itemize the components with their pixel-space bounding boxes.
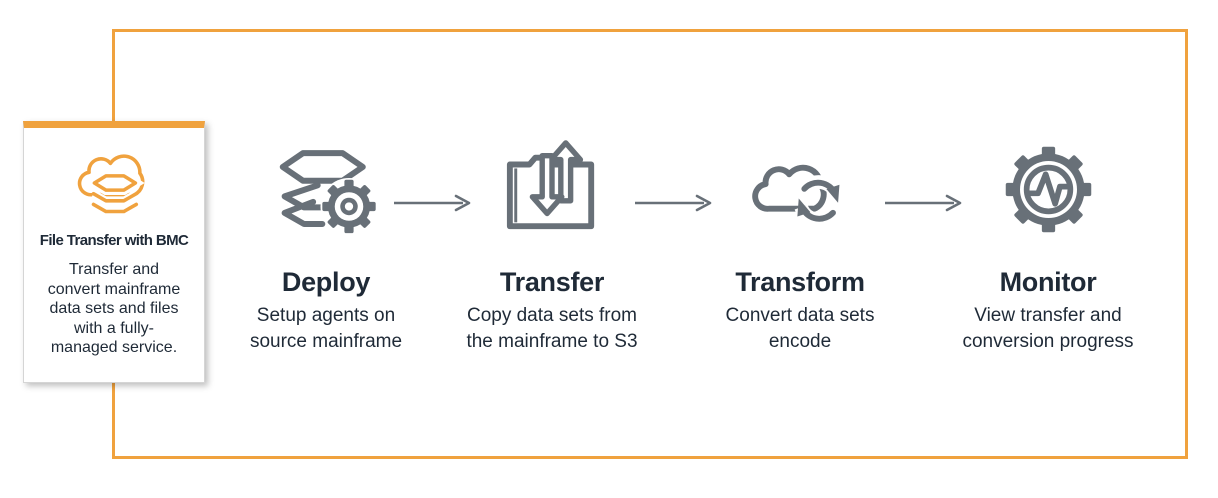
step-description: Setup agents on source mainframe xyxy=(226,303,426,355)
step-description-line: View transfer and xyxy=(974,305,1122,326)
card-description-line: data sets and files xyxy=(49,300,179,317)
cloud-sync-icon xyxy=(680,138,920,240)
step-description: View transfer and conversion progress xyxy=(948,303,1148,355)
right-arrow-icon xyxy=(885,194,962,212)
service-card-title: File Transfer with BMC xyxy=(39,232,189,249)
step-description-line: Convert data sets xyxy=(725,305,875,326)
step-description-line: source mainframe xyxy=(249,331,403,352)
step-deploy: Deploy Setup agents on source mainframe xyxy=(206,138,446,355)
layers-gear-icon xyxy=(206,138,446,240)
step-transfer: Transfer Copy data sets from the mainfra… xyxy=(432,138,672,355)
mainframe-file-transfer-cloud-icon xyxy=(69,142,159,224)
step-monitor: Monitor View transfer and conversion pro… xyxy=(928,138,1168,355)
step-title: Transform xyxy=(735,267,865,297)
step-description-line: conversion progress xyxy=(962,331,1134,352)
step-title: Deploy xyxy=(281,267,371,297)
card-description-line: managed service. xyxy=(50,339,178,356)
step-title: Transfer xyxy=(499,267,605,297)
card-description-line: with a fully- xyxy=(73,319,155,337)
folder-transfer-icon xyxy=(432,138,672,240)
step-description-line: encode xyxy=(768,331,832,352)
step-description: Convert data sets encode xyxy=(700,303,900,355)
gear-pulse-icon xyxy=(928,138,1168,240)
step-title: Monitor xyxy=(999,267,1097,297)
service-card: File Transfer with BMC Transfer and conv… xyxy=(23,121,205,383)
step-transform: Transform Convert data sets encode xyxy=(680,138,920,355)
step-description-line: the mainframe to S3 xyxy=(466,331,638,352)
right-arrow-icon xyxy=(635,194,712,212)
step-description-line: Copy data sets from xyxy=(466,305,638,326)
card-description-line: convert mainframe xyxy=(47,280,181,298)
card-description-line: Transfer and xyxy=(68,261,160,278)
step-description-line: Setup agents on xyxy=(256,305,396,326)
right-arrow-icon xyxy=(394,194,471,212)
service-card-description: Transfer and convert mainframe data sets… xyxy=(39,260,189,358)
step-description: Copy data sets from the mainframe to S3 xyxy=(452,303,652,355)
